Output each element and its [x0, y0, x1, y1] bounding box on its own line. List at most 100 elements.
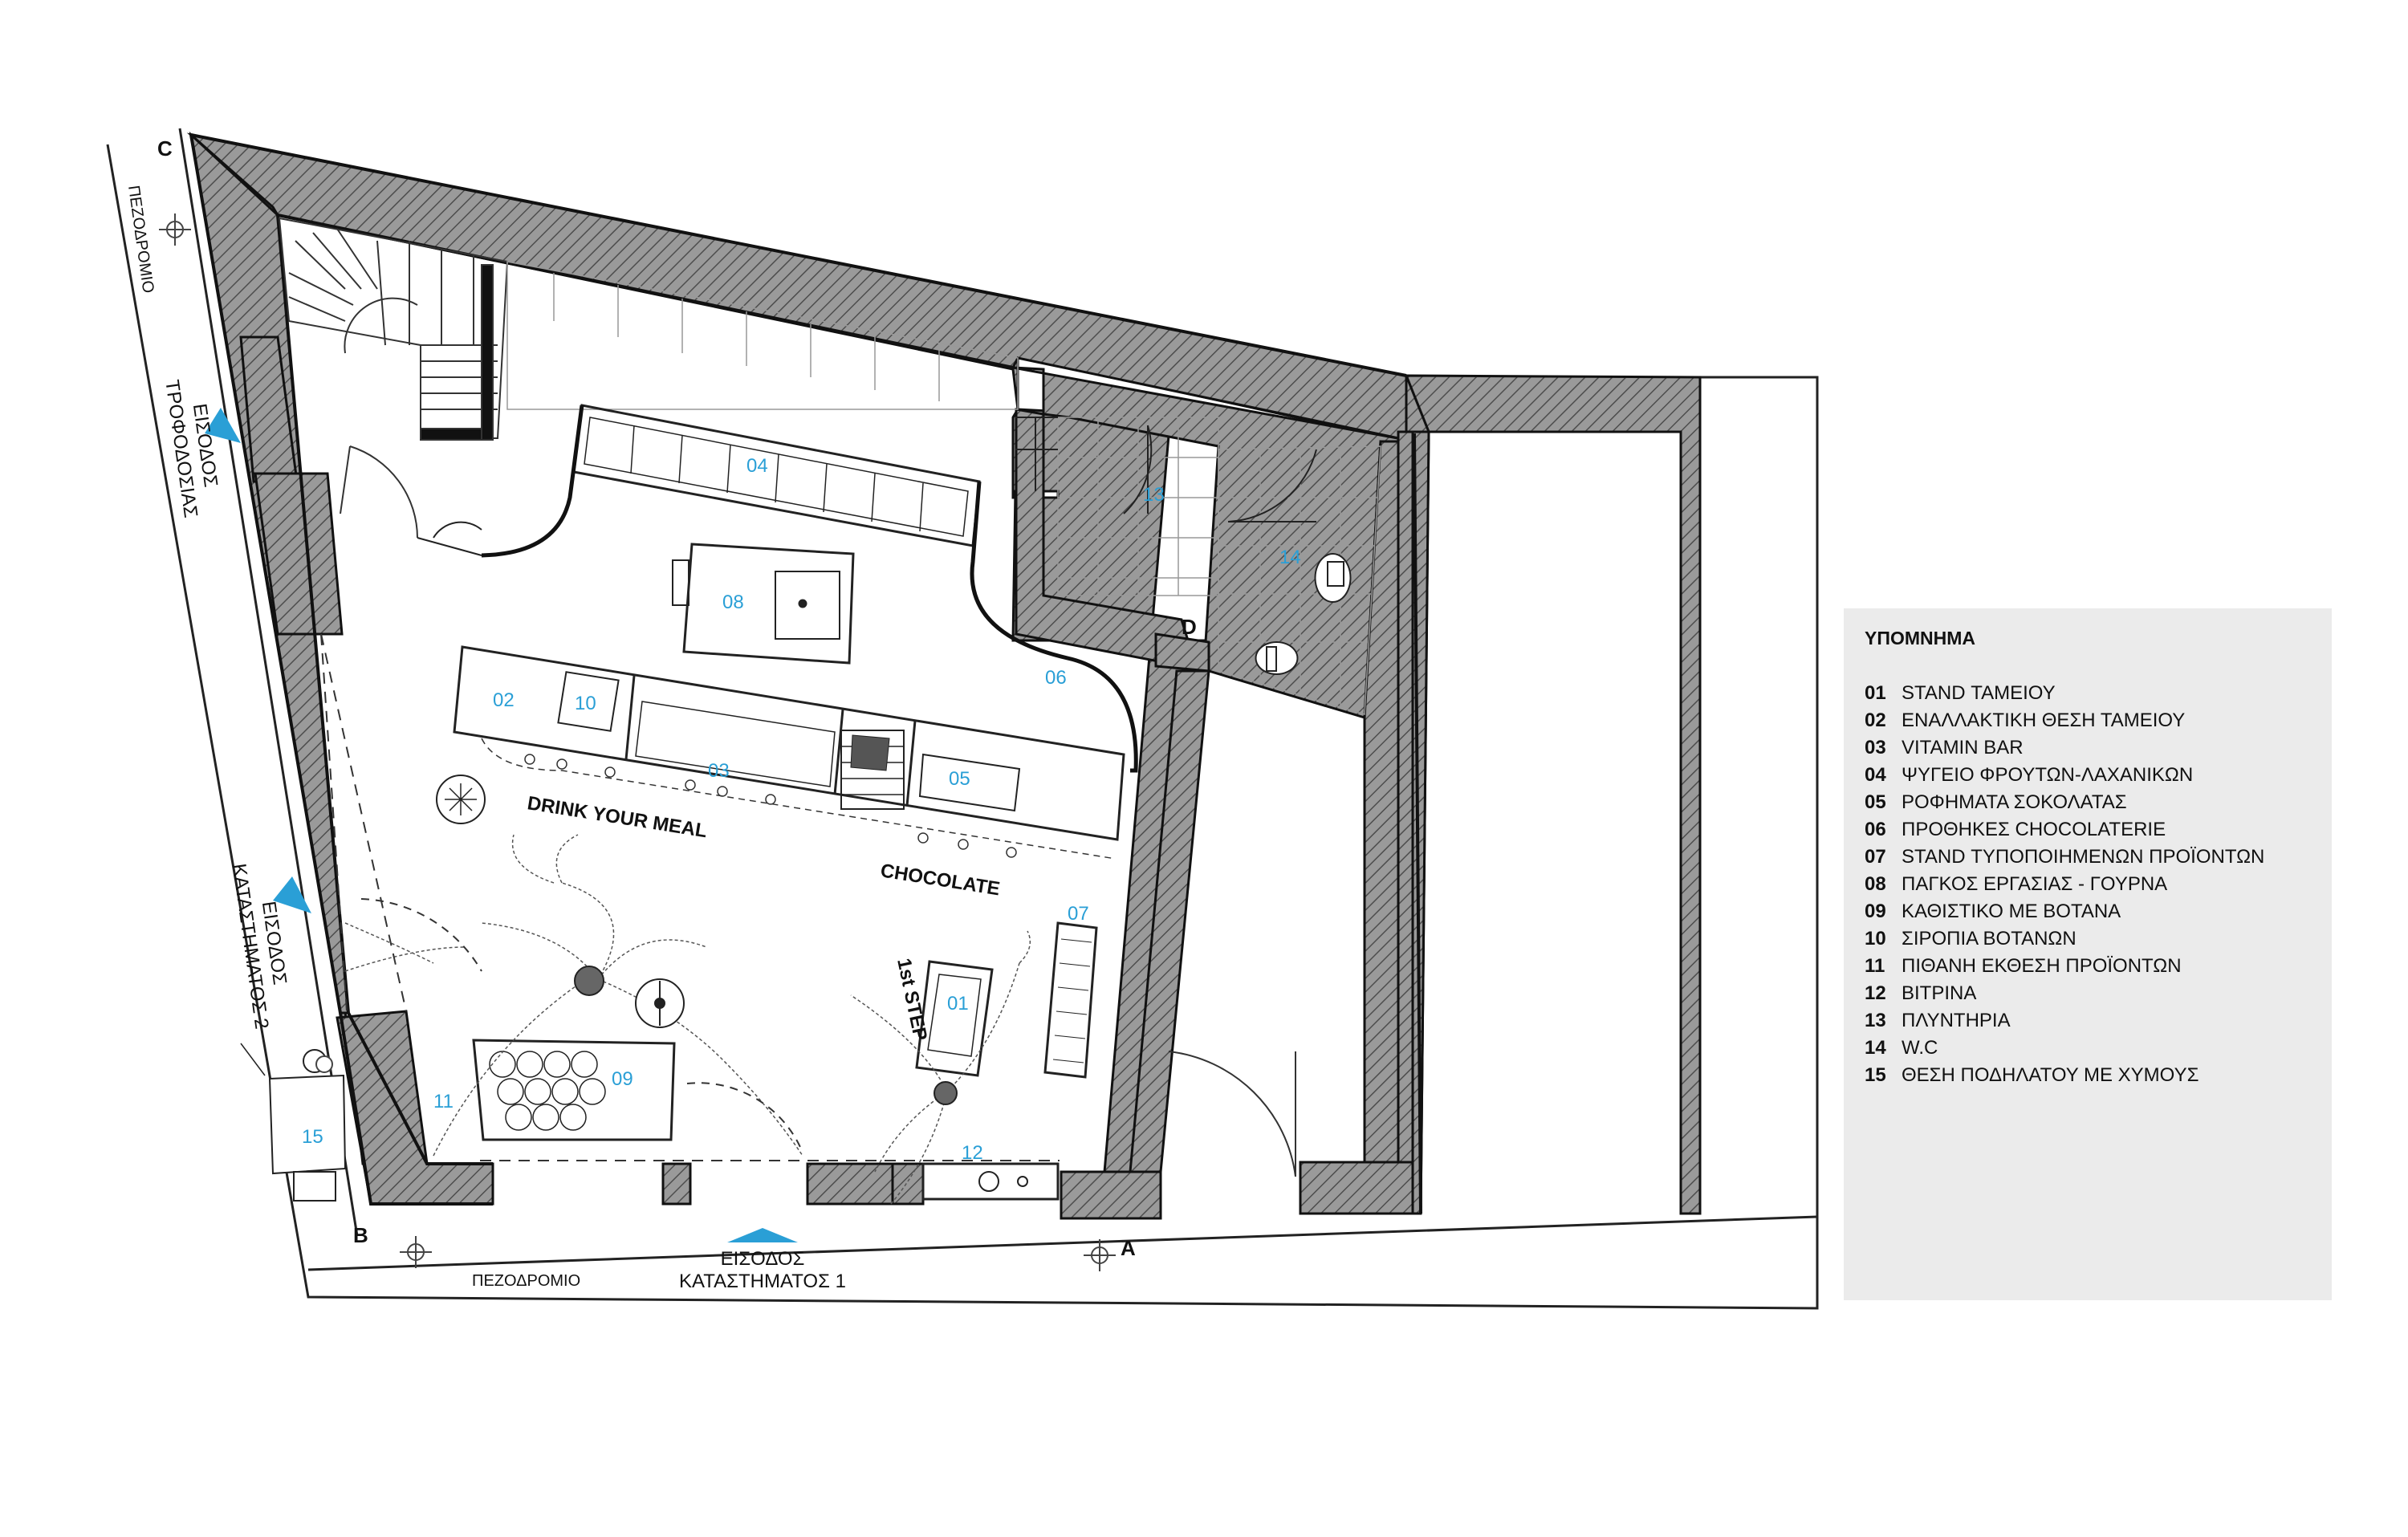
zone-label-14: 14: [1279, 547, 1301, 568]
zone-label-10: 10: [575, 693, 596, 714]
door-swings: [340, 445, 1296, 1177]
cashier-stand-01: [915, 960, 994, 1077]
legend-item: 04 ΨΥΓΕΙΟ ΦΡΟΥΤΩΝ-ΛΑΧΑΝΙΚΩΝ: [1865, 762, 2311, 789]
zone-label-05: 05: [949, 768, 970, 790]
legend-item-label: ΠΙΘΑΝΗ ΕΚΘΕΣΗ ΠΡΟΪΟΝΤΩΝ: [1902, 955, 2182, 977]
area-labels: DRINK YOUR MEAL CHOCOLATE 1st STEP: [526, 792, 1002, 1043]
legend-item-label: ΣΙΡΟΠΙΑ ΒΟΤΑΝΩΝ: [1902, 928, 2076, 949]
legend-item-label: ΨΥΓΕΙΟ ΦΡΟΥΤΩΝ-ΛΑΧΑΝΙΚΩΝ: [1902, 764, 2194, 786]
legend-item-label: VITAMIN BAR: [1902, 737, 2024, 758]
curved-partition: [481, 405, 1138, 773]
legend-item: 01 STAND ΤΑΜΕΙΟΥ: [1865, 680, 2311, 707]
legend-item-number: 07: [1865, 846, 1886, 868]
entrance-shop1-line1: ΕΙΣΟΔΟΣ: [721, 1248, 805, 1270]
plant-pots: [436, 775, 958, 1105]
legend-item: 08 ΠΑΓΚΟΣ ΕΡΓΑΣΙΑΣ - ΓΟΥΡΝΑ: [1865, 871, 2311, 898]
legend-title: ΥΠΟΜΝΗΜΑ: [1865, 628, 1975, 649]
back-corridor: [506, 261, 1019, 410]
zone-label-01: 01: [947, 993, 969, 1015]
legend-item-number: 11: [1865, 955, 1885, 977]
wc-doors: [1015, 417, 1317, 522]
zone-label-02: 02: [493, 689, 515, 711]
legend-item-label: ΠΡΟΘΗΚΕΣ CHOCOLATERIE: [1902, 819, 2166, 840]
display-window-12: [921, 1162, 1060, 1201]
entrance-shop1-line2: ΚΑΤΑΣΤΗΜΑΤΟΣ 1: [679, 1271, 846, 1292]
legend-item: 06 ΠΡΟΘΗΚΕΣ CHOCOLATERIE: [1865, 816, 2311, 844]
staircase: [278, 217, 509, 441]
legend-item-label: ΡΟΦΗΜΑΤΑ ΣΟΚΟΛΑΤΑΣ: [1902, 791, 2127, 813]
legend-item-number: 04: [1865, 764, 1886, 786]
legend-list: 01 STAND ΤΑΜΕΙΟΥ 02 ΕΝΑΛΛΑΚΤΙΚΗ ΘΕΣΗ ΤΑΜΕΙΟ…: [1865, 680, 2311, 1089]
legend-item-number: 08: [1865, 873, 1886, 895]
legend-item-number: 09: [1865, 901, 1886, 922]
point-label-b: B: [353, 1223, 368, 1247]
legend-item-number: 14: [1865, 1037, 1886, 1059]
point-label-c: C: [157, 136, 173, 161]
point-label-a: A: [1121, 1236, 1136, 1260]
survey-markers: [159, 213, 1116, 1271]
long-counter: [453, 645, 1125, 841]
wc-fixtures: [1255, 553, 1352, 675]
legend-item-number: 10: [1865, 928, 1886, 949]
legend-item-number: 01: [1865, 682, 1886, 704]
legend-item-number: 15: [1865, 1064, 1886, 1086]
glazing-lines: [320, 633, 1060, 1161]
legend-item: 12 ΒΙΤΡΙΝΑ: [1865, 980, 2311, 1007]
zone-label-04: 04: [746, 455, 768, 477]
legend-item: 02 ΕΝΑΛΛΑΚΤΙΚΗ ΘΕΣΗ ΤΑΜΕΙΟΥ: [1865, 707, 2311, 734]
zone-label-15: 15: [302, 1126, 323, 1148]
round-stool: [635, 978, 685, 1028]
legend-item: 11 ΠΙΘΑΝΗ ΕΚΘΕΣΗ ΠΡΟΪΟΝΤΩΝ: [1865, 953, 2311, 980]
legend-item-label: ΠΑΓΚΟΣ ΕΡΓΑΣΙΑΣ - ΓΟΥΡΝΑ: [1902, 873, 2168, 895]
legend-item-label: STAND ΤΑΜΕΙΟΥ: [1902, 682, 2056, 704]
point-labels: A B C D: [157, 136, 1197, 1260]
legend-item: 13 ΠΛΥΝΤΗΡΙΑ: [1865, 1007, 2311, 1035]
zone-label-13: 13: [1143, 484, 1165, 506]
label-drink-your-meal: DRINK YOUR MEAL: [526, 792, 709, 842]
entrance-arrows: [205, 408, 798, 1242]
work-bench-08: [672, 543, 855, 665]
legend-item-label: STAND ΤΥΠΟΠΟΙΗΜΕΝΩΝ ΠΡΟΪΟΝΤΩΝ: [1902, 846, 2265, 868]
zone-label-08: 08: [722, 592, 744, 613]
zone-label-12: 12: [962, 1142, 983, 1164]
label-sidewalk-bottom: ΠΕΖΟΔΡΟΜΙΟ: [472, 1272, 580, 1290]
small-door: [417, 521, 482, 556]
legend-item: 05 ΡΟΦΗΜΑΤΑ ΣΟΚΟΛΑΤΑΣ: [1865, 789, 2311, 816]
zone-label-06: 06: [1045, 667, 1067, 689]
legend-panel: ΥΠΟΜΝΗΜΑ 01 STAND ΤΑΜΕΙΟΥ 02 ΕΝΑΛΛΑΚΤΙΚΗ ΘΕ…: [1844, 608, 2332, 1300]
legend-item-number: 13: [1865, 1010, 1886, 1031]
legend-item-label: ΚΑΘΙΣΤΙΚΟ ΜΕ ΒΟΤΑΝΑ: [1902, 901, 2121, 922]
zone-label-03: 03: [708, 760, 730, 782]
label-chocolate: CHOCOLATE: [879, 860, 1002, 900]
walls: [186, 131, 1702, 1220]
legend-item-number: 06: [1865, 819, 1886, 840]
legend-item-number: 03: [1865, 737, 1886, 758]
legend-item-number: 05: [1865, 791, 1886, 813]
legend-item-label: W.C: [1902, 1037, 1938, 1059]
stand-07: [1043, 921, 1098, 1079]
legend-item: 09 ΚΑΘΙΣΤΙΚΟ ΜΕ ΒΟΤΑΝΑ: [1865, 898, 2311, 925]
seating-09: [472, 1039, 676, 1141]
point-label-d: D: [1182, 615, 1197, 639]
bicycle-15: [240, 1043, 347, 1202]
zone-labels: 01 02 03 04 05 06 07 08 09 10 11 12 13 1…: [302, 455, 1301, 1164]
wall-outlines: [189, 133, 1422, 1214]
legend-item: 15 ΘΕΣΗ ΠΟΔΗΛΑΤΟΥ ΜΕ ΧΥΜΟΥΣ: [1865, 1062, 2311, 1089]
legend-item-label: ΘΕΣΗ ΠΟΔΗΛΑΤΟΥ ΜΕ ΧΥΜΟΥΣ: [1902, 1064, 2199, 1086]
label-sidewalk-left: ΠΕΖΟΔΡΟΜΙΟ: [124, 185, 157, 295]
legend-item-number: 02: [1865, 710, 1886, 731]
zone-label-07: 07: [1068, 903, 1089, 925]
legend-item: 14 W.C: [1865, 1035, 2311, 1062]
legend-item-label: ΒΙΤΡΙΝΑ: [1902, 982, 1977, 1004]
street-labels: ΠΕΖΟΔΡΟΜΙΟ ΠΕΖΟΔΡΟΜΙΟ: [124, 185, 580, 1290]
counter-stools: [481, 738, 1117, 860]
legend-item: 07 STAND ΤΥΠΟΠΟΙΗΜΕΝΩΝ ΠΡΟΪΟΝΤΩΝ: [1865, 844, 2311, 871]
zone-label-09: 09: [612, 1068, 633, 1090]
zone-label-11: 11: [433, 1091, 454, 1112]
legend-item: 10 ΣΙΡΟΠΙΑ ΒΟΤΑΝΩΝ: [1865, 925, 2311, 953]
legend-item-number: 12: [1865, 982, 1886, 1004]
fridge-04: [572, 404, 981, 547]
legend-item-label: ΕΝΑΛΛΑΚΤΙΚΗ ΘΕΣΗ ΤΑΜΕΙΟΥ: [1902, 710, 2186, 731]
legend-item-label: ΠΛΥΝΤΗΡΙΑ: [1902, 1010, 2011, 1031]
